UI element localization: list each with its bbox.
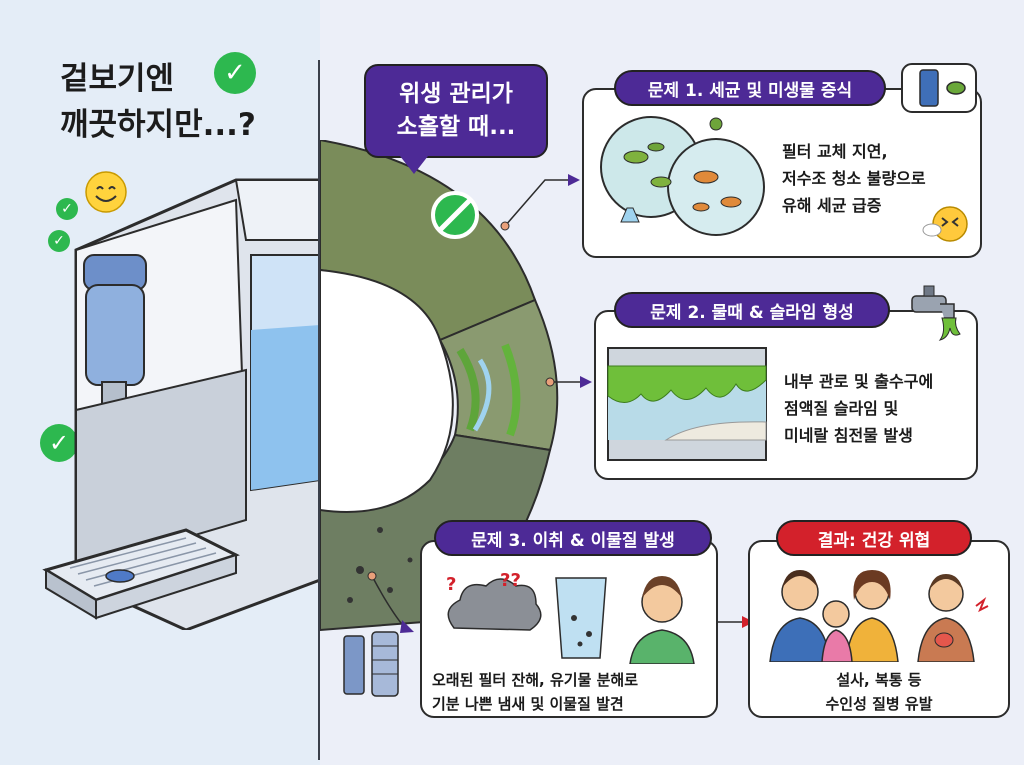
sick-face-icon <box>922 206 968 242</box>
problem-2-title: 문제 2. 물때 & 슬라임 형성 <box>614 292 890 328</box>
headline: 겉보기엔 깨끗하지만...? <box>60 56 256 148</box>
odor-illustration: ? ?? <box>446 570 695 664</box>
check-icon: ✓ <box>40 424 78 462</box>
result-desc: 설사, 복통 등 수인성 질병 유발 <box>748 668 1010 716</box>
headline-line-1: 겉보기엔 <box>60 61 175 97</box>
problem-2-desc-line: 미네랄 침전물 발생 <box>784 426 913 445</box>
result-desc-line: 설사, 복통 등 <box>836 671 922 689</box>
speech-bubble: 위생 관리가 소홀할 때... <box>364 64 548 158</box>
svg-text:?: ? <box>446 574 456 595</box>
water-purifier-illustration <box>42 178 320 630</box>
bubble-line-1: 위생 관리가 <box>399 81 513 107</box>
family-illustration <box>769 570 989 662</box>
problem-2-desc-line: 내부 관로 및 출수구에 <box>784 372 934 391</box>
divider <box>318 60 320 760</box>
problem-2-desc: 내부 관로 및 출수구에 점액질 슬라임 및 미네랄 침전물 발생 <box>784 368 933 449</box>
svg-text:??: ?? <box>500 570 521 591</box>
petri-dish-illustration <box>600 116 765 236</box>
filter-cartridge-icon <box>343 631 399 697</box>
problem-1-desc-line: 필터 교체 지연, <box>782 142 888 161</box>
result-desc-line: 수인성 질병 유발 <box>825 695 933 713</box>
problem-1-title: 문제 1. 세균 및 미생물 증식 <box>614 70 886 106</box>
smiley-icon <box>85 171 127 213</box>
speech-bubble-tail <box>400 156 428 174</box>
result-title: 결과: 건강 위협 <box>776 520 972 556</box>
problem-3-desc-line: 오래된 필터 잔해, 유기물 분해로 <box>432 671 638 689</box>
headline-line-2: 깨끗하지만...? <box>60 107 256 143</box>
problem-1-desc-line: 유해 세균 급증 <box>782 196 882 215</box>
problem-1-desc-line: 저수조 청소 불량으로 <box>782 169 926 188</box>
problem-3-desc-line: 기분 나쁜 냄새 및 이물질 발견 <box>432 695 624 713</box>
problem-3-title: 문제 3. 이취 & 이물질 발생 <box>434 520 712 556</box>
pipe-slime-illustration <box>607 347 767 461</box>
problem-2-desc-line: 점액질 슬라임 및 <box>784 399 899 418</box>
small-check-icon: ✓ <box>48 230 70 252</box>
problem-1-desc: 필터 교체 지연, 저수조 청소 불량으로 유해 세균 급증 <box>782 138 926 219</box>
faucet-slime-icon <box>911 285 961 341</box>
small-check-icon: ✓ <box>56 198 78 220</box>
bubble-line-2: 소홀할 때... <box>396 114 516 140</box>
problem-3-desc: 오래된 필터 잔해, 유기물 분해로 기분 나쁜 냄새 및 이물질 발견 <box>432 668 638 716</box>
check-icon: ✓ <box>214 52 256 94</box>
filter-bacteria-icon <box>901 63 977 113</box>
